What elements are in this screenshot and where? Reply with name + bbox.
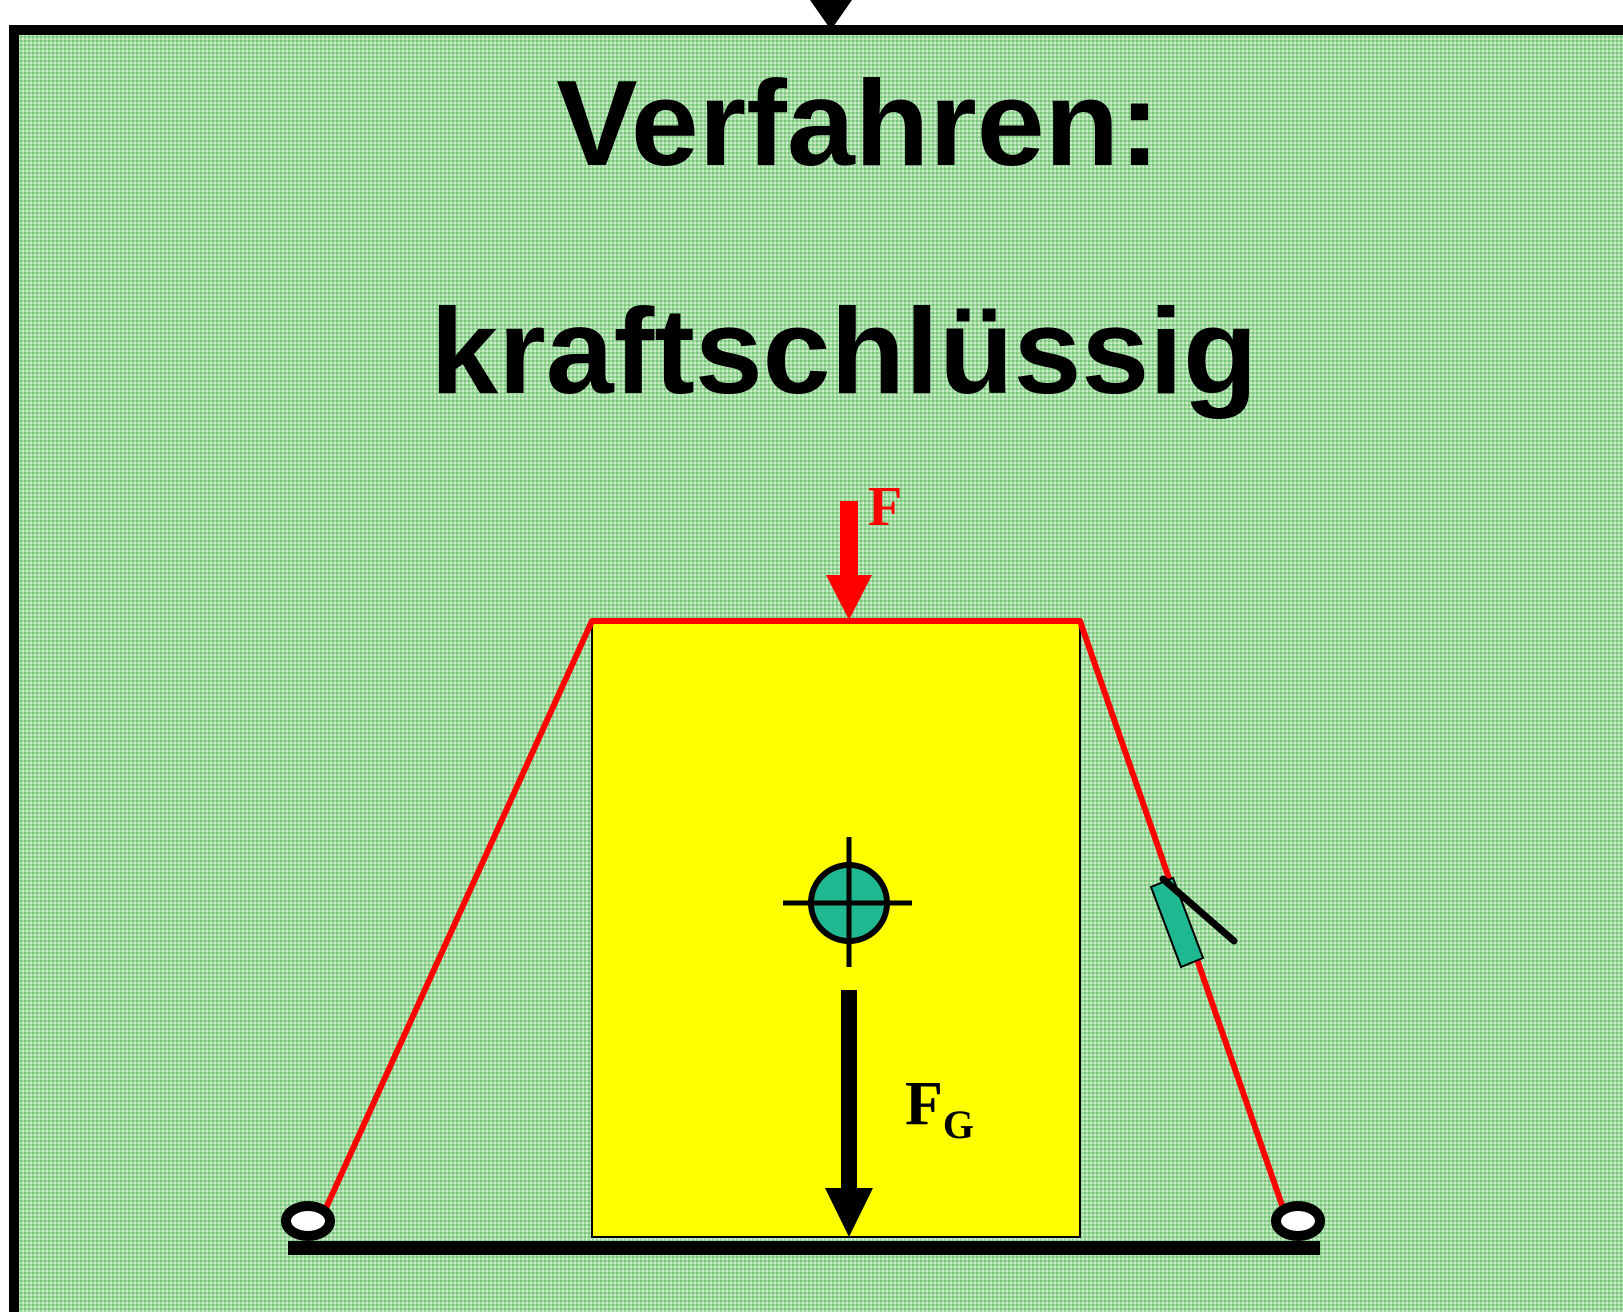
ratchet-tensioner-icon [1149, 875, 1238, 969]
lashing-ring-right-icon [1271, 1201, 1325, 1241]
lashing-ring-left-icon [281, 1201, 335, 1241]
force-label: F [868, 476, 902, 538]
weight-force-label: FG [905, 1070, 974, 1147]
title-line-1: Verfahren: [556, 55, 1159, 191]
loading-platform [288, 1241, 1320, 1255]
weight-force-arrow [825, 990, 873, 1237]
weight-force-label-main: F [905, 1070, 943, 1138]
panel-frame [9, 25, 1623, 1312]
force-arrow [826, 501, 872, 620]
weight-force-label-subscript: G [943, 1102, 974, 1147]
center-of-gravity-icon [783, 837, 912, 967]
incoming-arrow-head [810, 0, 852, 30]
title-line-2: kraftschlüssig [430, 283, 1257, 419]
